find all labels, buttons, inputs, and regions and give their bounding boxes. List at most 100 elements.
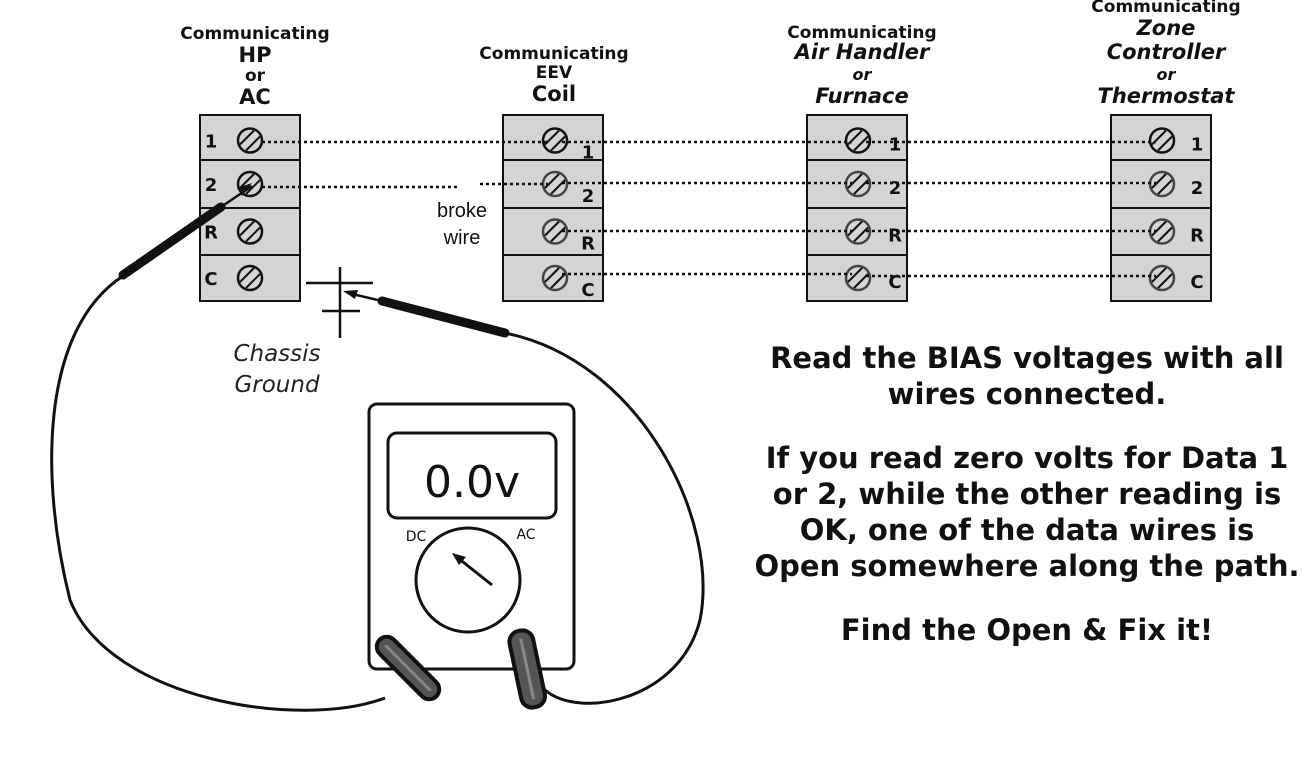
meter-dc-label: DC bbox=[406, 529, 427, 545]
meter-ac-label: AC bbox=[516, 527, 535, 543]
dial-pointer-arrow-icon bbox=[452, 553, 466, 565]
terminal-block-coil: 1 2R C bbox=[502, 114, 604, 302]
header-thermostat: Communicating Zone Controller or Thermos… bbox=[1091, 0, 1240, 108]
terminal-screw-icon bbox=[541, 218, 569, 245]
terminal-screw-slot bbox=[544, 129, 560, 146]
instruction-paragraph-1: Read the BIAS voltages with all wires co… bbox=[770, 341, 1284, 411]
header-thermostat-line-4: or bbox=[1157, 65, 1177, 84]
terminal-screw-slot bbox=[1157, 135, 1173, 152]
terminal-label-c: C bbox=[581, 280, 594, 301]
terminal-screw-slot bbox=[239, 220, 255, 237]
instructions-text: Read the BIAS voltages with all wires co… bbox=[752, 340, 1302, 648]
chassis-ground-label-line-2: Ground bbox=[234, 372, 320, 398]
terminal-label-2: 2 bbox=[205, 175, 218, 196]
header-air-handler-line-1: Communicating bbox=[787, 23, 936, 43]
terminal-screw-slot bbox=[245, 226, 261, 243]
terminal-screw-slot bbox=[239, 173, 255, 189]
terminal-screw-slot bbox=[853, 226, 869, 243]
terminal-label-1: 1 bbox=[205, 132, 218, 153]
terminal-label-1: 1 bbox=[889, 135, 902, 156]
terminal-cell bbox=[1110, 254, 1212, 302]
header-air-handler-line-4: Furnace bbox=[815, 84, 908, 108]
terminal-screw-icon bbox=[236, 264, 264, 292]
header-coil: Communicating EEV Coil bbox=[479, 44, 628, 106]
terminal-screw-slot bbox=[550, 135, 566, 152]
header-thermostat-line-5: Thermostat bbox=[1098, 84, 1236, 108]
broke-wire-label-line-2: wire bbox=[443, 227, 481, 249]
header-coil-line-2: EEV bbox=[536, 63, 573, 83]
terminal-screw-slot bbox=[1157, 179, 1173, 195]
terminal-screw-slot bbox=[1157, 226, 1173, 243]
right-test-lead-wire bbox=[504, 331, 705, 705]
instruction-paragraph-3: Find the Open & Fix it! bbox=[840, 613, 1214, 647]
data-wires bbox=[262, 140, 1156, 278]
terminal-cell bbox=[806, 254, 908, 302]
terminal-screw-slot bbox=[1157, 273, 1173, 289]
terminal-screw-slot bbox=[1151, 173, 1167, 189]
terminal-label-2: 2 bbox=[582, 186, 595, 207]
terminal-screw-slot bbox=[847, 267, 863, 283]
header-hp: Communicating HP or AC bbox=[180, 24, 329, 109]
terminal-screw-slot bbox=[847, 173, 863, 189]
meter-dial[interactable] bbox=[414, 526, 522, 634]
dial-pointer bbox=[457, 556, 493, 587]
terminal-label-1: 1 bbox=[1191, 135, 1204, 156]
terminal-screw-icon bbox=[236, 218, 264, 245]
terminal-screw-slot bbox=[544, 173, 560, 189]
header-coil-line-3: Coil bbox=[532, 82, 576, 106]
terminal-screw-slot bbox=[245, 135, 261, 152]
terminal-screw-slot bbox=[853, 273, 869, 289]
chassis-ground-symbol bbox=[306, 267, 373, 338]
meter-display bbox=[386, 431, 558, 520]
terminal-screw-icon bbox=[541, 127, 569, 154]
meter-reading: 0.0v bbox=[424, 457, 520, 508]
terminal-screw-slot bbox=[544, 220, 560, 237]
left-test-lead-wire bbox=[50, 274, 386, 712]
instruction-paragraph-2: If you read zero volts for Data 1 or 2, … bbox=[754, 441, 1300, 583]
terminal-label-r: R bbox=[888, 226, 902, 247]
terminal-screw-icon bbox=[236, 170, 264, 198]
terminal-screw-slot bbox=[550, 273, 566, 289]
header-air-handler-line-2: Air Handler bbox=[793, 40, 931, 64]
terminal-screw-slot bbox=[239, 129, 255, 146]
terminal-cell bbox=[1110, 159, 1212, 209]
right-probe-plug bbox=[507, 628, 548, 710]
terminal-cell bbox=[199, 254, 301, 302]
multimeter: 0.0v DC AC bbox=[367, 402, 576, 671]
terminal-screw-slot bbox=[853, 179, 869, 195]
terminal-screw-slot bbox=[1151, 267, 1167, 283]
terminal-screw-icon bbox=[1148, 264, 1176, 292]
header-hp-line-1: Communicating bbox=[180, 24, 329, 44]
terminal-label-r: R bbox=[581, 234, 595, 255]
header-air-handler: Communicating Air Handler or Furnace bbox=[787, 23, 936, 108]
header-thermostat-line-2: Zone bbox=[1136, 16, 1196, 40]
right-probe bbox=[343, 290, 510, 338]
terminal-screw-icon bbox=[236, 127, 264, 154]
chassis-ground-label-line-1: Chassis bbox=[233, 341, 320, 367]
terminal-screw-icon bbox=[1148, 127, 1176, 154]
terminal-label-r: R bbox=[1190, 226, 1204, 247]
left-probe bbox=[118, 183, 253, 280]
header-thermostat-line-3: Controller bbox=[1107, 40, 1227, 64]
terminal-screw-slot bbox=[1151, 220, 1167, 237]
terminal-screw-slot bbox=[245, 273, 261, 289]
terminal-screw-icon bbox=[844, 127, 872, 154]
terminal-label-1: 1 bbox=[582, 143, 595, 164]
terminal-screw-icon bbox=[844, 264, 872, 292]
terminal-cell bbox=[1110, 207, 1212, 256]
header-air-handler-line-3: or bbox=[853, 65, 873, 84]
terminal-cell bbox=[502, 254, 604, 302]
terminal-label-2: 2 bbox=[889, 178, 902, 199]
terminal-screw-slot bbox=[847, 220, 863, 237]
terminal-screw-slot bbox=[239, 267, 255, 283]
terminal-label-r: R bbox=[204, 223, 218, 244]
header-coil-line-1: Communicating bbox=[479, 44, 628, 64]
terminal-label-c: C bbox=[1190, 272, 1203, 293]
broke-wire-label-line-1: broke bbox=[437, 200, 487, 222]
header-hp-line-3: or bbox=[245, 66, 266, 86]
left-probe-plug bbox=[374, 634, 442, 702]
terminal-screw-icon bbox=[541, 264, 569, 292]
